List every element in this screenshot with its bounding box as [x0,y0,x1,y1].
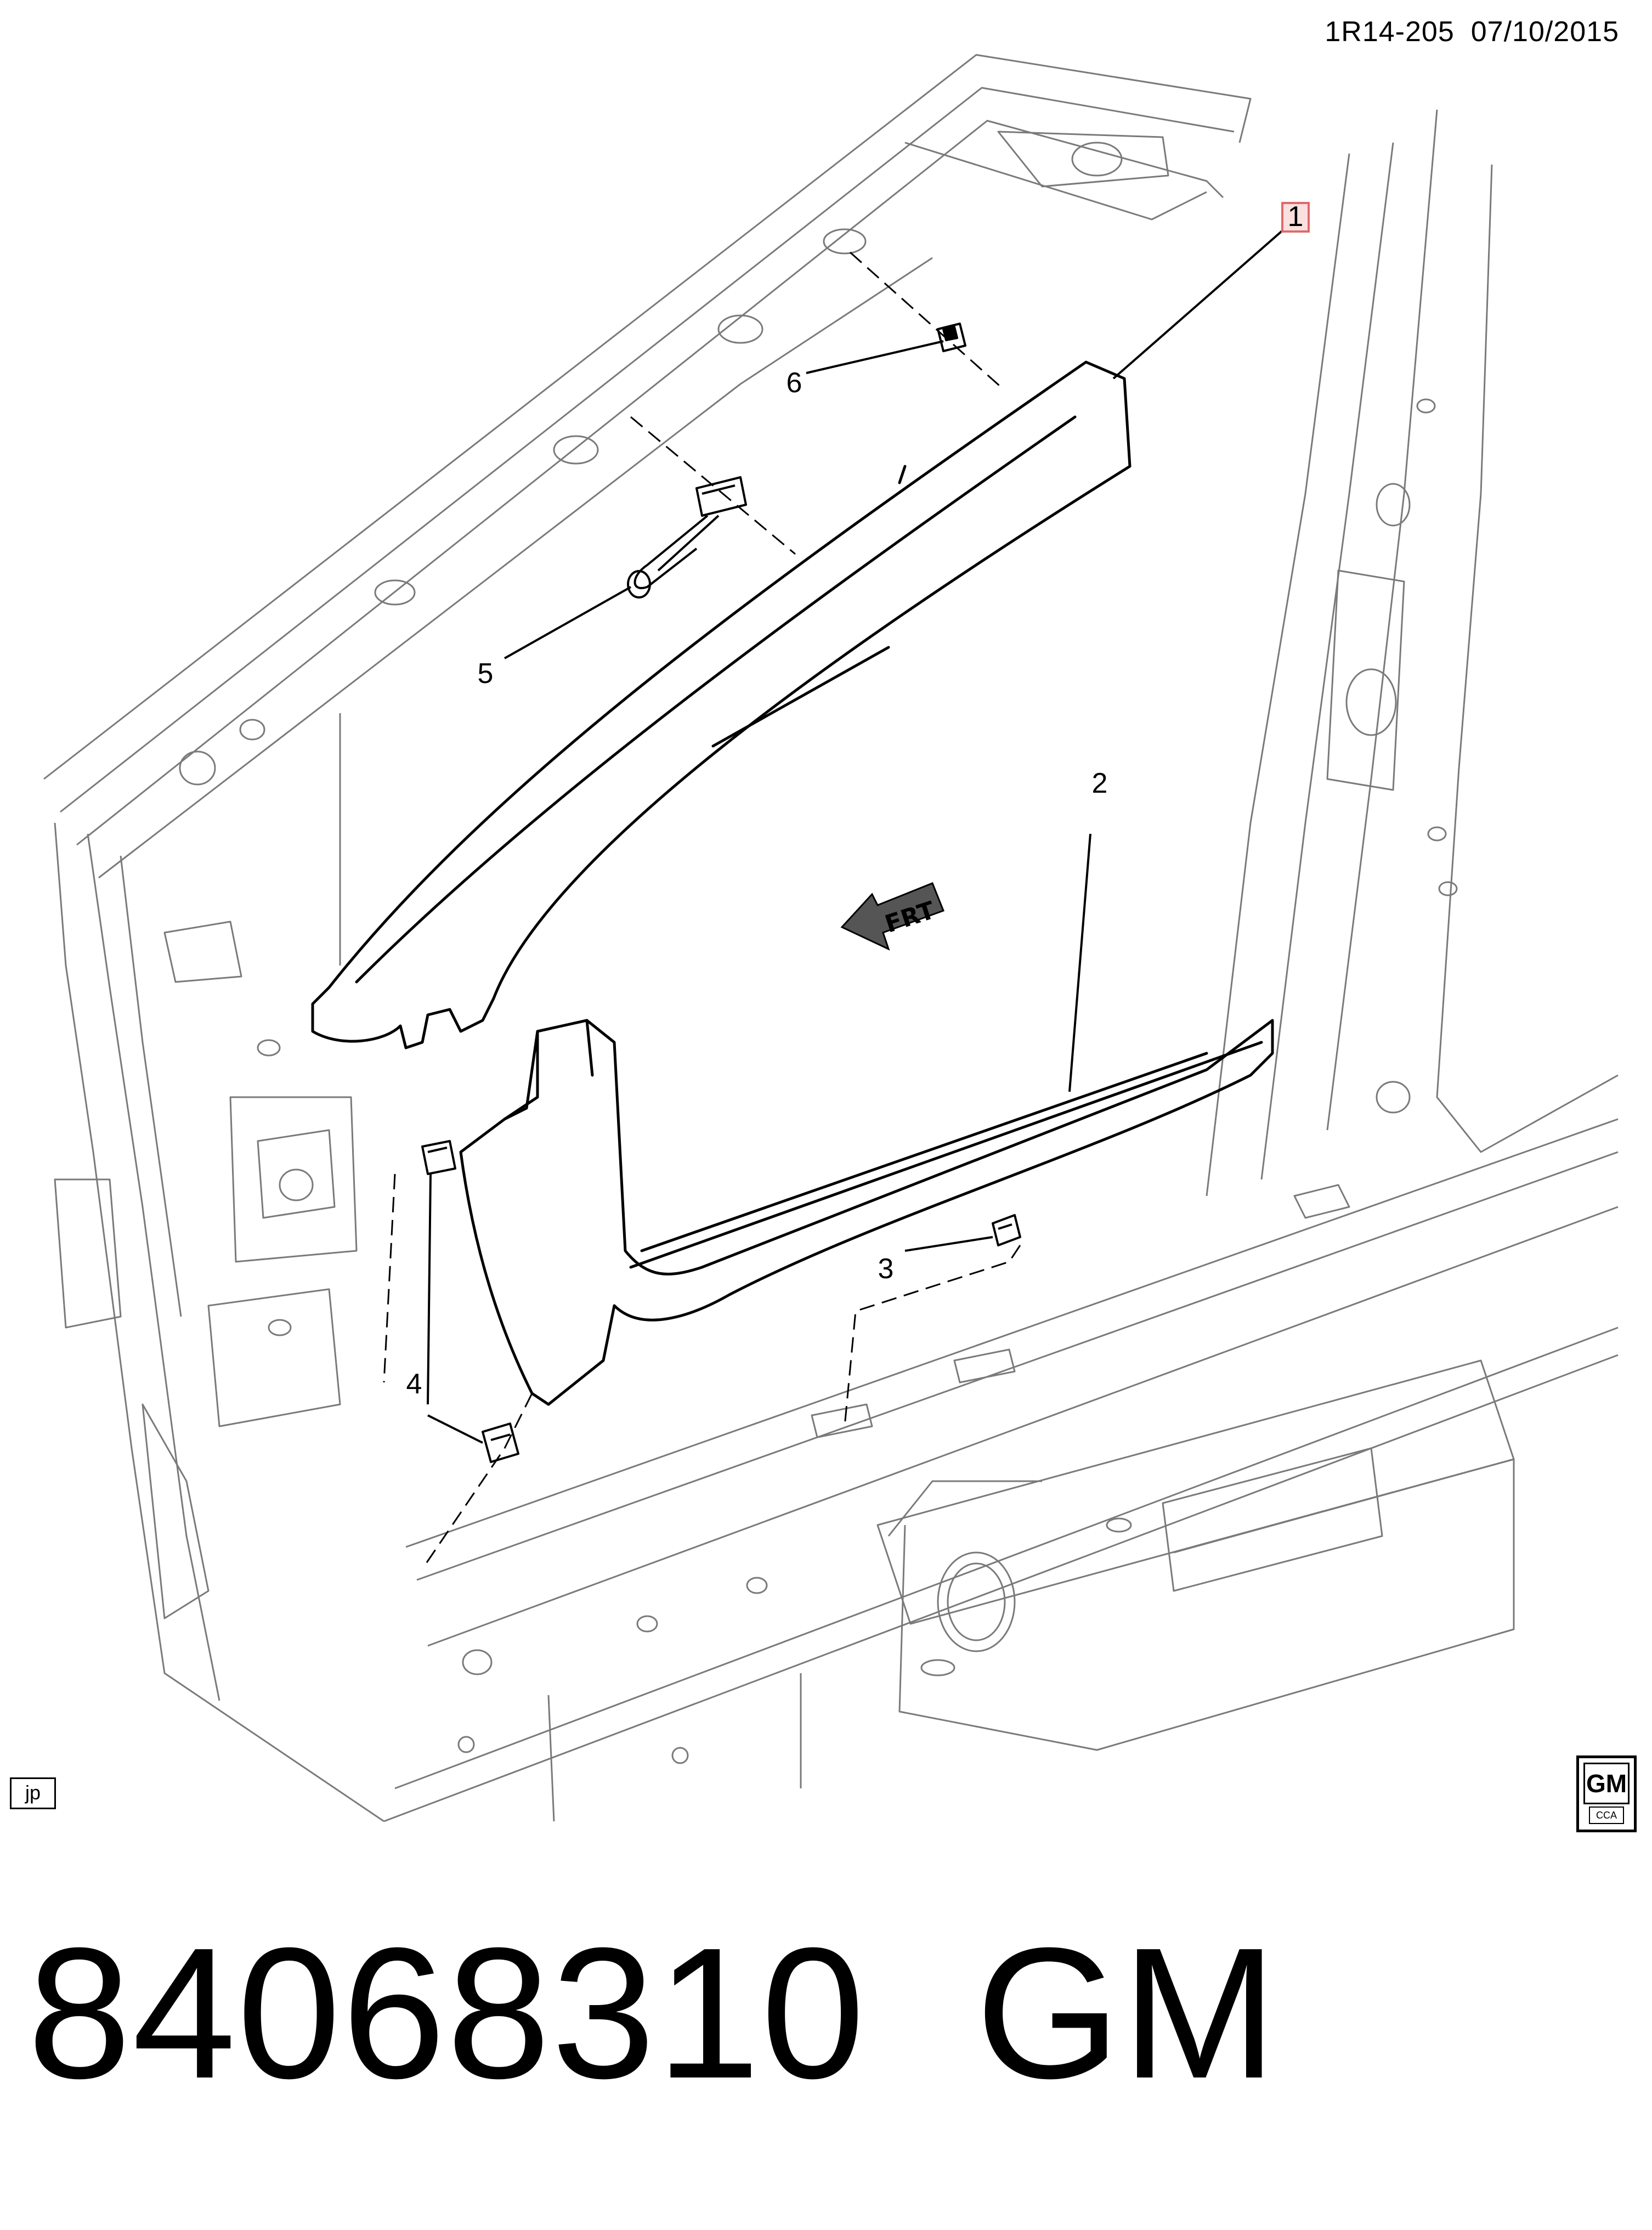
diagram-date: 07/10/2015 [1470,16,1619,48]
diagram-code: 1R14-205 [1325,16,1455,48]
leader-lines [427,224,1290,1444]
tether-5 [627,476,747,599]
part-brand: GM [975,1909,1278,2118]
callout-1-label: 1 [1288,201,1304,233]
clip-4-upper [421,1140,456,1175]
front-direction-marker: FRT [840,882,944,951]
part-number: 84068310 [27,1909,866,2118]
parts-illustration: FRT 1 2 3 4 5 6 [43,54,1619,1822]
clip-6 [937,323,966,352]
callout-5-label: 5 [478,658,494,690]
callout-4-label: 4 [406,1368,422,1400]
illustrator-tag: jp [10,1777,56,1809]
diagram-id: 1R14-205 07/10/2015 [1308,15,1619,48]
gm-logo-sub: CCA [1589,1806,1624,1824]
callout-1: 1 [1281,201,1310,233]
gm-logo-main: GM [1583,1763,1630,1804]
clip-4-lower [482,1422,519,1463]
clip-3 [992,1214,1021,1246]
callout-2-label: 2 [1092,767,1108,799]
trim-panels [311,360,1274,1406]
callout-6-label: 6 [787,367,802,399]
fasteners [421,323,1021,1463]
body-structure [43,54,1619,1822]
projection-lines [383,251,1021,1570]
gm-logo: GM CCA [1576,1755,1637,1832]
callout-3-label: 3 [878,1253,894,1285]
